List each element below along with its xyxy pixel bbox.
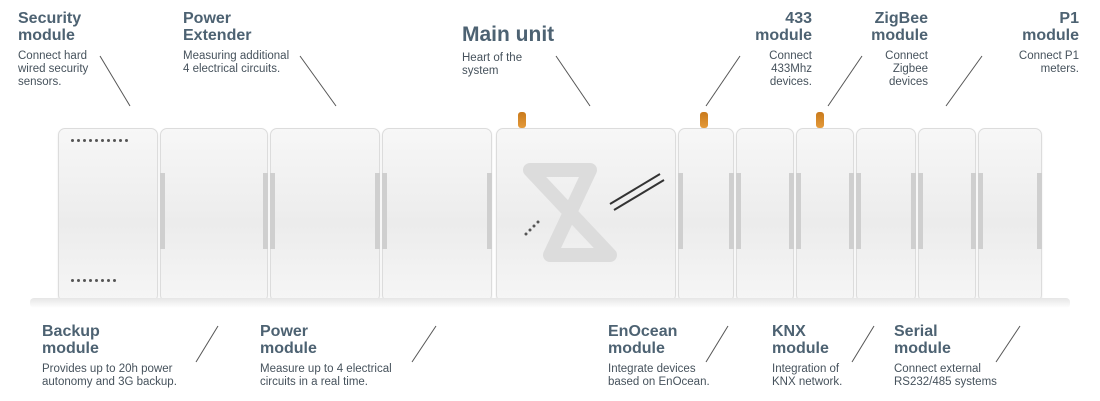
label-enocean-module: EnOcean module Integrate devices based o… xyxy=(608,323,710,389)
module-p1 xyxy=(978,128,1042,302)
module-knx xyxy=(856,128,916,302)
knx-desc: Integration of KNX network. xyxy=(772,363,843,388)
p1-title: P1 module xyxy=(1022,10,1079,44)
security-title: Security module xyxy=(18,10,82,44)
enocean-title: EnOcean module xyxy=(608,323,678,357)
leader-power-module xyxy=(411,325,437,363)
leader-security xyxy=(99,55,131,107)
serial-title: Serial module xyxy=(894,323,951,357)
enocean-desc: Integrate devices based on EnOcean. xyxy=(608,363,710,388)
label-security-module: Security module Connect hard wired secur… xyxy=(18,10,88,89)
m433-title: 433 module xyxy=(755,10,812,44)
antenna-main-icon xyxy=(518,112,526,128)
p1-desc: Connect P1 meters. xyxy=(1018,50,1079,75)
module-power-extender xyxy=(160,128,268,302)
main-unit-desc: Heart of the system xyxy=(462,52,523,77)
leader-p1 xyxy=(945,55,983,107)
zigbee-desc: Connect Zigbee devices xyxy=(885,50,928,88)
antenna-zigbee-icon xyxy=(816,112,824,128)
label-serial-module: Serial module Connect external RS232/485… xyxy=(894,323,997,389)
leader-serial xyxy=(995,325,1021,363)
main-unit-z-logo-icon xyxy=(523,163,665,262)
terminal-dots-top xyxy=(71,139,128,142)
security-desc: Connect hard wired security sensors. xyxy=(18,50,89,88)
module-main-unit xyxy=(496,128,676,302)
backup-title: Backup module xyxy=(42,323,100,357)
leader-knx xyxy=(851,325,875,363)
label-main-unit: Main unit Heart of the system xyxy=(462,24,554,78)
zigbee-title: ZigBee module xyxy=(871,10,928,44)
leader-zigbee xyxy=(827,55,863,107)
device-base xyxy=(30,298,1070,308)
power-extender-title: Power Extender xyxy=(183,10,252,44)
leader-main-unit xyxy=(555,55,591,107)
backup-desc: Provides up to 20h power autonomy and 3G… xyxy=(42,363,177,388)
label-knx-module: KNX module Integration of KNX network. xyxy=(772,323,842,389)
leader-power-extender xyxy=(299,55,337,107)
label-p1-module: P1 module Connect P1 meters. xyxy=(1019,10,1079,76)
antenna-433-icon xyxy=(700,112,708,128)
m433-desc: Connect 433Mhz devices. xyxy=(769,50,812,88)
main-unit-title: Main unit xyxy=(462,23,555,46)
module-power xyxy=(270,128,380,302)
power-module-title: Power module xyxy=(260,323,317,357)
leader-backup xyxy=(195,325,219,363)
label-power-module: Power module Measure up to 4 electrical … xyxy=(260,323,392,389)
module-433 xyxy=(678,128,734,302)
module-serial xyxy=(918,128,976,302)
module-zigbee xyxy=(796,128,854,302)
knx-title: KNX module xyxy=(772,323,829,357)
leader-enocean xyxy=(705,325,729,363)
label-power-extender: Power Extender Measuring additional 4 el… xyxy=(183,10,289,76)
label-zigbee-module: ZigBee module Connect Zigbee devices xyxy=(871,10,928,89)
module-enocean xyxy=(736,128,794,302)
power-module-desc: Measure up to 4 electrical circuits in a… xyxy=(260,363,392,388)
power-extender-desc: Measuring additional 4 electrical circui… xyxy=(183,50,290,75)
module-security xyxy=(58,128,158,302)
module-backup xyxy=(382,128,492,302)
leader-433 xyxy=(705,55,741,107)
serial-desc: Connect external RS232/485 systems xyxy=(894,363,997,388)
label-backup-module: Backup module Provides up to 20h power a… xyxy=(42,323,177,389)
terminal-dots-bottom xyxy=(71,279,116,282)
label-433-module: 433 module Connect 433Mhz devices. xyxy=(755,10,812,89)
